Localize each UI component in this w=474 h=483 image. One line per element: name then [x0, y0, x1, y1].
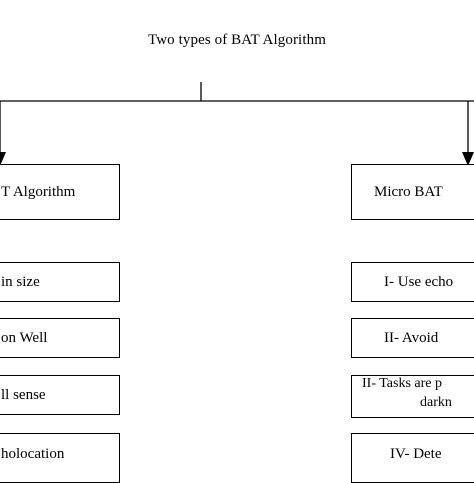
left-item-1: in size	[0, 262, 120, 302]
right-item-3: II- Tasks are p darkn	[351, 375, 474, 418]
right-item-2: II- Avoid	[351, 318, 474, 358]
right-item-3-label-line2: darkn	[420, 395, 452, 410]
left-item-4-label: holocation	[1, 446, 65, 462]
right-arrowhead	[462, 152, 474, 166]
left-item-3: ll sense	[0, 375, 120, 415]
right-item-1: I- Use echo	[351, 262, 474, 302]
left-header-box: T Algorithm	[0, 164, 120, 220]
left-item-1-label: in size	[1, 274, 40, 290]
right-item-4-label: IV- Dete	[390, 446, 442, 462]
right-item-4: IV- Dete	[351, 433, 474, 483]
right-item-3-label: II- Tasks are p	[362, 376, 443, 391]
left-item-2: on Well	[0, 318, 120, 358]
left-arrowhead	[0, 152, 6, 166]
left-item-4: holocation	[0, 433, 120, 483]
left-item-3-label: ll sense	[1, 387, 46, 403]
left-header-label: T Algorithm	[1, 184, 76, 200]
right-item-1-label: I- Use echo	[384, 274, 454, 290]
left-item-2-label: on Well	[1, 330, 48, 346]
right-header-box: Micro BAT	[351, 164, 474, 220]
page-title: Two types of BAT Algorithm	[148, 32, 326, 48]
right-item-2-label: II- Avoid	[384, 330, 439, 346]
right-header-label: Micro BAT	[374, 184, 443, 200]
